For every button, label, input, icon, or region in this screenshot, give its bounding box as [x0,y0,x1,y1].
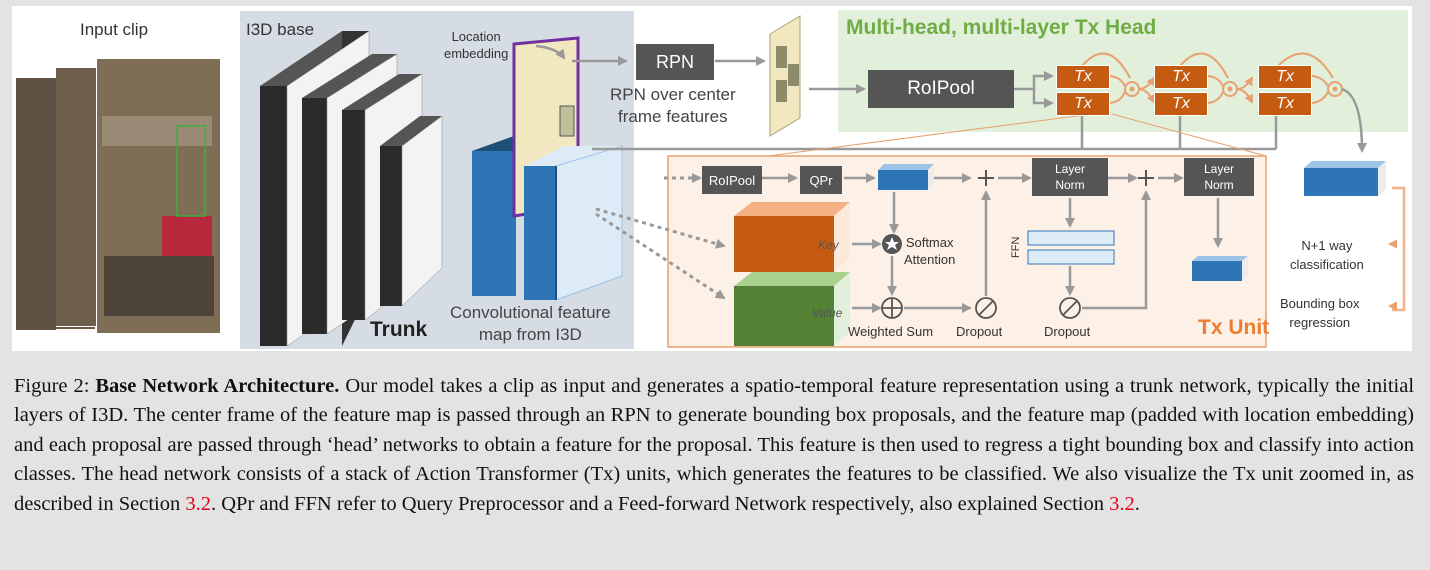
rpn-description: RPN over center frame features [610,85,736,126]
head-title: Multi-head, multi-layer Tx Head [846,16,1157,39]
section-ref-link[interactable]: 3.2 [1109,492,1135,515]
key-label: Key [818,238,839,252]
tx-unit-internals [595,164,1248,346]
figure-caption: Figure 2: Base Network Architecture. Our… [14,372,1414,519]
roipool-small-box: RoIPool [702,166,762,194]
conv-feature-map [472,36,623,301]
input-clip-frames [15,57,222,335]
bbox-regression-label: Bounding box regression [1280,296,1360,330]
roipool-box: RoIPool [868,70,1014,108]
tx-block: Tx [1056,92,1110,116]
tx-block: Tx [1154,65,1208,89]
location-embedding-label: Location embedding [444,29,509,61]
caption-text: . QPr and FFN refer to Query Preprocesso… [210,492,1104,515]
qpr-box: QPr [800,166,842,194]
caption-text: Our model takes a clip as input and gene… [14,375,1415,515]
value-label: Value [812,306,843,320]
architecture-figure: Input clip I3D base Trunk Location embed… [12,6,1412,351]
section-ref-link[interactable]: 3.2 [185,492,211,515]
ffn-label: FFN [1010,236,1022,258]
dropout-label: Dropout [956,324,1003,339]
trunk-label: Trunk [370,318,428,341]
output-feature [1304,161,1406,312]
tx-unit-label: Tx Unit [1198,316,1270,339]
classification-label: N+1 way classification [1290,238,1364,272]
weighted-sum-label: Weighted Sum [848,324,934,339]
layer-norm-box: Layer Norm [1032,158,1108,196]
tx-block: Tx [1154,92,1208,116]
softmax-attention-label: Softmax Attention [904,235,956,267]
tx-block: Tx [1258,92,1312,116]
trunk-blocks [260,30,443,347]
dropout-label: Dropout [1044,324,1091,339]
i3d-base-label: I3D base [246,20,315,39]
caption-title: Base Network Architecture. [95,375,340,397]
proposal-frame [769,15,801,137]
layer-norm-box: Layer Norm [1184,158,1254,196]
figure-graphics [15,10,1408,349]
input-clip-label: Input clip [80,20,149,39]
tx-block: Tx [1258,65,1312,89]
conv-feature-map-label: Convolutional feature map from I3D [450,303,611,344]
caption-text: . [1134,492,1140,515]
rpn-box: RPN [636,44,714,80]
caption-label: Figure 2: [14,375,90,397]
tx-block: Tx [1056,65,1110,89]
